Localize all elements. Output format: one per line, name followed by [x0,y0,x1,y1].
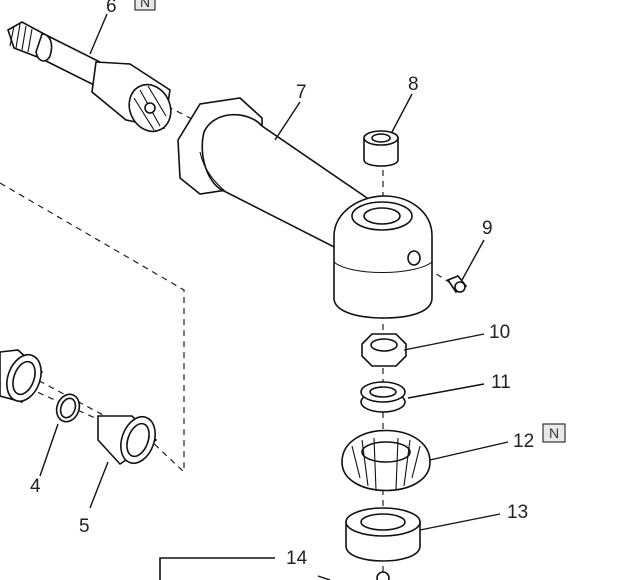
callout-12: 12 [513,431,534,452]
sleeve-bushing-part-5 [97,415,158,466]
callout-14: 14 [286,548,308,569]
badge-n-6: N [134,0,156,11]
hex-nut-part-10 [361,333,407,367]
callout-5: 5 [79,516,90,537]
badge-n-12: N [542,423,566,443]
badge-n-6-text: N [140,0,150,10]
leader-lines [39,13,509,531]
set-screw-part-9 [446,275,468,294]
housing-tube [177,97,433,319]
ball-bearing-part-13 [345,507,421,562]
callout-4: 4 [30,476,41,497]
callout-6: 6 [106,0,117,17]
bushing-part-8 [363,130,399,167]
input-shaft-pinion [7,21,172,133]
callout-13: 13 [507,502,528,523]
lock-washer-part-11 [360,381,406,413]
phantom-boundary [0,182,185,473]
part-14-bracket [159,557,390,580]
callout-7: 7 [296,82,307,103]
callout-8: 8 [408,74,419,95]
bevel-gear-part-12 [341,429,431,492]
callout-11: 11 [491,372,511,393]
callout-10: 10 [489,322,510,343]
left-bushing [0,349,44,403]
o-ring-part-4 [55,393,81,423]
badge-n-12-text: N [549,425,559,441]
callout-9: 9 [482,218,493,239]
